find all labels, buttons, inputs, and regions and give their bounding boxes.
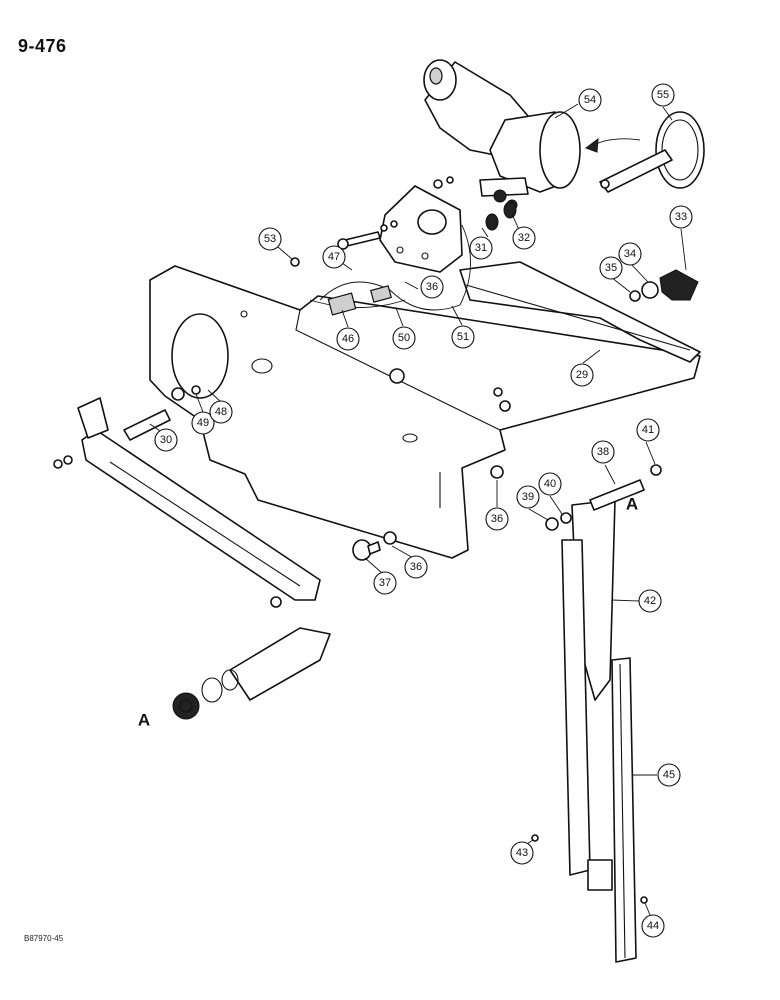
callout-48: 48 bbox=[209, 400, 233, 424]
callout-label: 32 bbox=[518, 232, 530, 244]
callout-label: 46 bbox=[342, 333, 354, 345]
callout-47: 47 bbox=[322, 245, 346, 269]
callout-53: 53 bbox=[258, 227, 282, 251]
callout-55: 55 bbox=[651, 83, 675, 107]
callout-label: 37 bbox=[379, 577, 391, 589]
document-code: B87970-45 bbox=[24, 934, 64, 943]
leader-lines bbox=[149, 103, 687, 916]
callout-label: 36 bbox=[410, 561, 422, 573]
callout-29: 29 bbox=[570, 363, 594, 387]
callout-32: 32 bbox=[512, 226, 536, 250]
callout-label: 36 bbox=[426, 281, 438, 293]
callout-label: 31 bbox=[475, 242, 487, 254]
reference-letter: A bbox=[626, 495, 638, 514]
callout-label: 38 bbox=[597, 446, 609, 458]
callout-label: 51 bbox=[457, 331, 469, 343]
callout-33: 33 bbox=[669, 205, 693, 229]
callout-38: 38 bbox=[591, 440, 615, 464]
callout-label: 42 bbox=[644, 595, 656, 607]
callout-30: 30 bbox=[154, 428, 178, 452]
callout-label: 36 bbox=[491, 513, 503, 525]
page-number: 9-476 bbox=[18, 36, 67, 56]
callout-label: 48 bbox=[215, 406, 227, 418]
bracket-fasteners bbox=[290, 176, 517, 412]
reference-letter: A bbox=[138, 711, 150, 730]
callout-34: 34 bbox=[618, 242, 642, 266]
drive-link bbox=[53, 385, 321, 601]
callout-46: 46 bbox=[336, 327, 360, 351]
motor-bracket bbox=[379, 185, 463, 273]
callout-49: 49 bbox=[191, 411, 215, 435]
callout-36: 36 bbox=[404, 555, 428, 579]
drive-gear bbox=[584, 111, 705, 193]
callout-54: 54 bbox=[578, 88, 602, 112]
callout-label: 47 bbox=[328, 251, 340, 263]
callout-label: 54 bbox=[584, 94, 596, 106]
callout-label: 40 bbox=[544, 478, 556, 490]
callout-label: 33 bbox=[675, 211, 687, 223]
knob-hardware bbox=[629, 269, 699, 302]
wiper-arm bbox=[561, 499, 616, 891]
callout-label: 29 bbox=[576, 369, 588, 381]
callout-37: 37 bbox=[373, 571, 397, 595]
wiper-arm-bar bbox=[459, 261, 701, 363]
callout-40: 40 bbox=[538, 472, 562, 496]
callout-42: 42 bbox=[638, 589, 662, 613]
callout-label: 30 bbox=[160, 434, 172, 446]
arm-pivot-pin bbox=[545, 464, 662, 531]
pivot-shaft bbox=[172, 596, 331, 720]
screw-44 bbox=[640, 896, 648, 904]
callout-label: 34 bbox=[624, 248, 636, 260]
wiper-blade bbox=[611, 657, 637, 963]
wiper-motor bbox=[423, 59, 581, 211]
callout-36: 36 bbox=[485, 507, 509, 531]
callout-31: 31 bbox=[469, 236, 493, 260]
callout-50: 50 bbox=[392, 326, 416, 350]
callout-label: 50 bbox=[398, 332, 410, 344]
callout-label: 45 bbox=[663, 769, 675, 781]
callout-45: 45 bbox=[657, 763, 681, 787]
callout-43: 43 bbox=[510, 841, 534, 865]
callout-label: 39 bbox=[522, 491, 534, 503]
callout-label: 49 bbox=[197, 417, 209, 429]
callout-label: 55 bbox=[657, 89, 669, 101]
wire-harness bbox=[309, 224, 471, 316]
screw-43 bbox=[531, 834, 539, 842]
callout-36: 36 bbox=[420, 275, 444, 299]
callout-39: 39 bbox=[516, 485, 540, 509]
callout-label: 53 bbox=[264, 233, 276, 245]
callout-35: 35 bbox=[599, 256, 623, 280]
callout-label: 44 bbox=[647, 920, 659, 932]
callout-label: 35 bbox=[605, 262, 617, 274]
callout-label: 43 bbox=[516, 847, 528, 859]
callout-label: 41 bbox=[642, 424, 654, 436]
stud bbox=[352, 465, 504, 561]
callout-41: 41 bbox=[636, 418, 660, 442]
callout-51: 51 bbox=[451, 325, 475, 349]
callout-44: 44 bbox=[641, 914, 665, 938]
